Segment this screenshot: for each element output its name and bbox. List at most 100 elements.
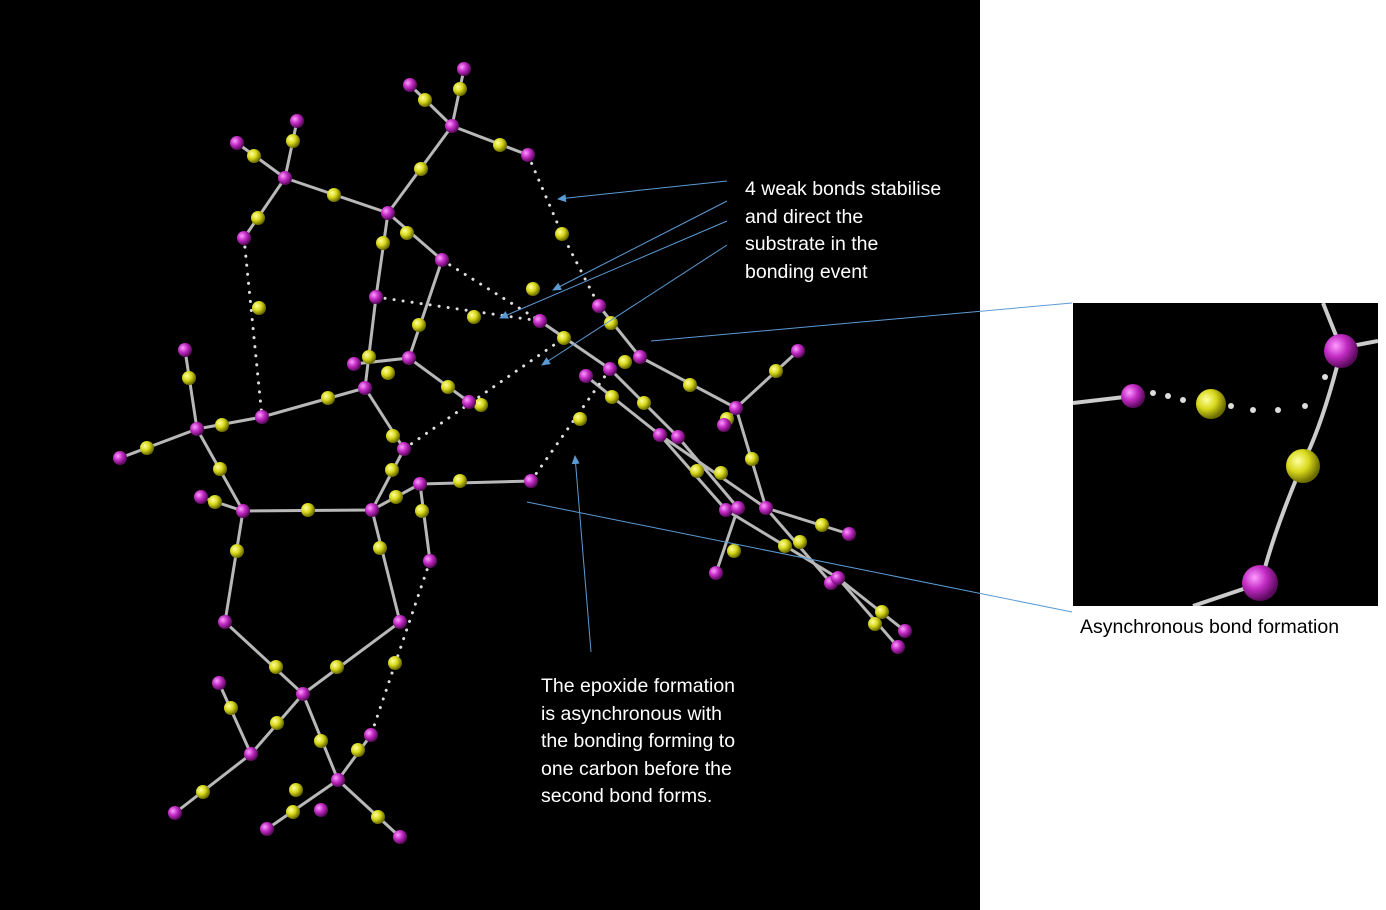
atom-yellow (381, 366, 395, 380)
atom-yellow (769, 364, 783, 378)
atom-yellow (555, 227, 569, 241)
atom-magenta (402, 351, 416, 365)
covalent-bond (659, 433, 767, 510)
atom-yellow (474, 398, 488, 412)
atom-yellow (376, 236, 390, 250)
weak-bond (402, 336, 566, 451)
atom-yellow (453, 82, 467, 96)
atom-magenta (331, 773, 345, 787)
atom-magenta (842, 527, 856, 541)
weak-bond (526, 153, 601, 308)
atom-yellow (815, 518, 829, 532)
atom-yellow (412, 318, 426, 332)
atom-yellow (526, 282, 540, 296)
covalent-bond (236, 68, 466, 215)
atom-magenta (521, 148, 535, 162)
atom-magenta (255, 410, 269, 424)
atom-magenta (237, 231, 251, 245)
inset-atom-oxygen (1286, 449, 1320, 483)
atom-yellow (230, 544, 244, 558)
atom-yellow (269, 660, 283, 674)
atom-magenta (791, 344, 805, 358)
weak-bond (369, 559, 432, 737)
atom-magenta (397, 442, 411, 456)
covalent-bond (174, 752, 252, 815)
atom-yellow (745, 452, 759, 466)
atom-yellow (215, 418, 229, 432)
atom-magenta (314, 803, 328, 817)
atom-yellow (286, 134, 300, 148)
atom-magenta (671, 430, 685, 444)
atom-magenta (579, 369, 593, 383)
covalent-bond (585, 374, 906, 633)
atom-yellow (208, 495, 222, 509)
atom-magenta (190, 422, 204, 436)
covalent-bond (119, 212, 390, 460)
atom-magenta (653, 428, 667, 442)
atom-magenta (347, 357, 361, 371)
atom-yellow (270, 716, 284, 730)
atom-yellow (414, 162, 428, 176)
atom-yellow (604, 316, 618, 330)
inset-molecule (1073, 303, 1378, 606)
covalent-bond (734, 349, 800, 410)
atom-yellow (467, 310, 481, 324)
weak-bond (374, 295, 542, 323)
inset-atom-carbon (1242, 565, 1278, 601)
atom-magenta (218, 615, 232, 629)
atom-yellow (418, 93, 432, 107)
atom-yellow (351, 743, 365, 757)
atom-yellow (330, 660, 344, 674)
atom-magenta (831, 571, 845, 585)
atom-magenta (393, 830, 407, 844)
atom-magenta (393, 615, 407, 629)
atom-yellow (605, 390, 619, 404)
atom-magenta (230, 136, 244, 150)
covalent-bond (223, 509, 402, 696)
inset-atom-carbon (1324, 334, 1358, 368)
weak-bonds-annotation: 4 weak bonds stabilise and direct the su… (745, 178, 942, 283)
atom-yellow (362, 350, 376, 364)
covalent-bond (387, 211, 470, 404)
atom-yellow (182, 371, 196, 385)
atom-yellow (385, 463, 399, 477)
atom-magenta (194, 490, 208, 504)
atom-yellow (400, 226, 414, 240)
atom-yellow (573, 412, 587, 426)
atom-yellow (727, 544, 741, 558)
inset-weak-bond (1150, 374, 1328, 413)
atom-yellow (868, 617, 882, 631)
atom-yellow (389, 490, 403, 504)
atom-magenta (296, 687, 310, 701)
atom-magenta (731, 501, 745, 515)
atom-magenta (178, 343, 192, 357)
atom-yellow (793, 535, 807, 549)
atom-yellow (251, 211, 265, 225)
atom-magenta (365, 503, 379, 517)
atom-yellow (213, 462, 227, 476)
atom-yellow (637, 396, 651, 410)
atom-magenta (381, 206, 395, 220)
atom-yellow (371, 810, 385, 824)
atom-yellow (196, 785, 210, 799)
atom-yellow (453, 474, 467, 488)
atom-magenta (592, 299, 606, 313)
atom-yellow (224, 701, 238, 715)
atom-yellow (386, 429, 400, 443)
weak-bonds (242, 153, 612, 737)
atom-magenta (413, 477, 427, 491)
inset-zoom-view (1073, 303, 1378, 606)
atom-magenta (278, 171, 292, 185)
atom-yellow (327, 188, 341, 202)
atom-yellow (875, 605, 889, 619)
weak-bond (242, 236, 264, 419)
atom-magenta (603, 362, 617, 376)
atom-magenta (244, 747, 258, 761)
atom-magenta (759, 501, 773, 515)
atom-magenta (898, 624, 912, 638)
atom-magenta (709, 566, 723, 580)
atom-yellow (415, 504, 429, 518)
atom-magenta (212, 676, 226, 690)
atom-magenta (435, 253, 449, 267)
atom-magenta (403, 78, 417, 92)
